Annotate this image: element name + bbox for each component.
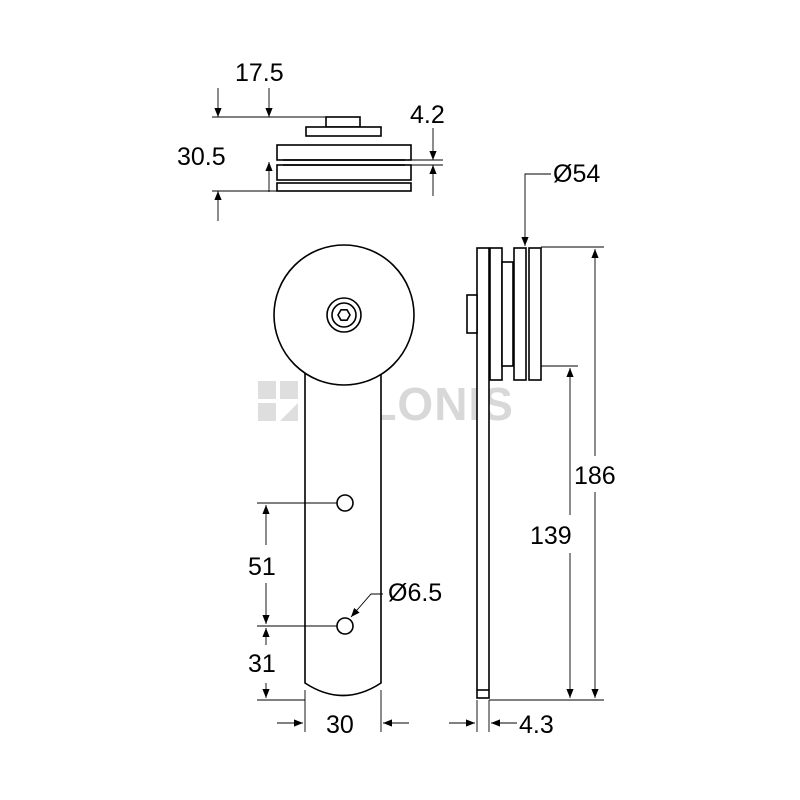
watermark: ZALONIS — [258, 378, 513, 430]
dimension-label-strap-width: 30 — [326, 711, 354, 739]
dimension-top-view: 17.5 30.5 4.2 — [177, 59, 445, 221]
side-view-wheel-left — [489, 247, 503, 381]
dimension-label-plate-thickness: 4.3 — [519, 711, 554, 739]
dimension-label-thickness-total: 30.5 — [177, 143, 226, 171]
dimension-label-hole-to-bottom: 31 — [248, 650, 276, 678]
top-view-base-plate — [276, 182, 412, 192]
top-view — [276, 116, 412, 192]
top-view-wheel-lower — [276, 164, 412, 181]
top-view-bolt-head — [325, 116, 361, 128]
dimension-holes: 51 31 Ø6.5 — [248, 502, 442, 701]
side-view-plate — [476, 247, 490, 699]
top-view-spacer — [305, 126, 382, 137]
bolt-head — [331, 302, 357, 328]
dimension-label-hole-spacing: 51 — [248, 553, 276, 581]
dimension-label-hole-height: 139 — [530, 522, 572, 550]
dimension-widths: 30 4.3 — [277, 690, 554, 739]
dimension-label-wheel-diameter: Ø54 — [553, 160, 600, 188]
dimension-wheel-diameter: Ø54 — [521, 160, 600, 246]
bolt-washer — [326, 297, 362, 333]
side-view-hub — [501, 261, 514, 367]
hex-socket-icon — [337, 308, 351, 322]
dimension-label-overall-height: 186 — [574, 462, 616, 490]
watermark-logo-icon — [258, 381, 298, 421]
top-view-wheel-upper — [276, 144, 412, 161]
side-view — [466, 247, 542, 699]
hanger-strap — [304, 299, 382, 697]
side-view-bolt — [466, 294, 478, 334]
dimension-label-wheel-gap: 4.2 — [410, 101, 445, 129]
side-view-wheel-mid — [513, 247, 527, 381]
side-view-wheel-right — [528, 247, 542, 381]
dimension-label-hole-diameter: Ø6.5 — [388, 579, 442, 607]
dimension-label-offset-top: 17.5 — [235, 59, 284, 87]
dimension-heights: 186 139 — [489, 246, 616, 701]
roller-wheel — [273, 244, 415, 386]
front-view — [273, 244, 415, 697]
